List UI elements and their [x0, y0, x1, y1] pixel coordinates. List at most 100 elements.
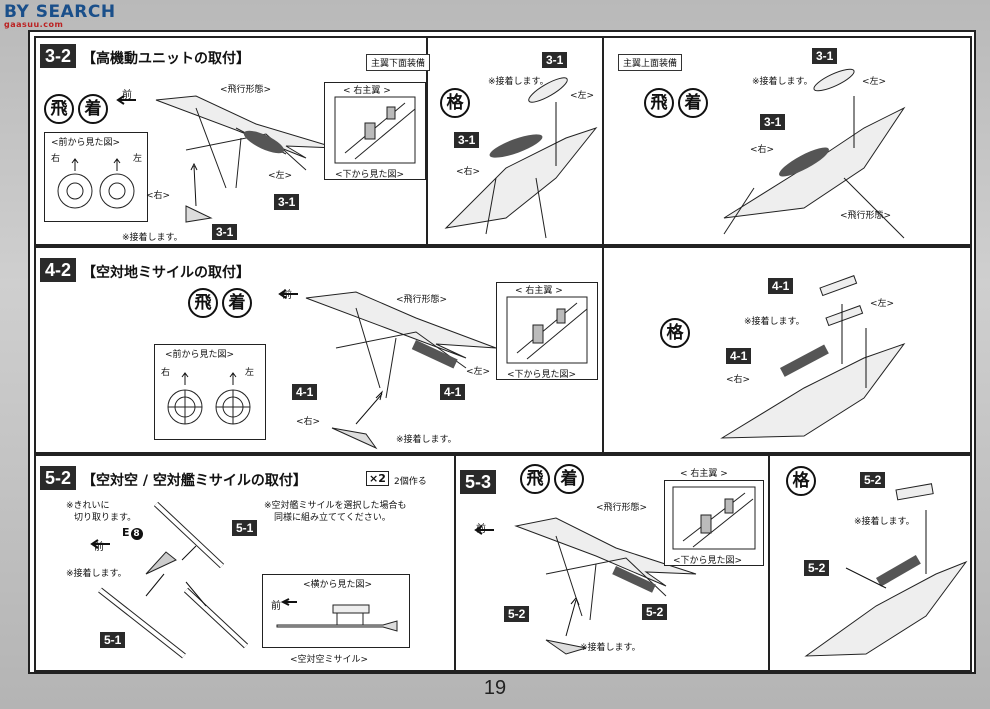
- left-callout-2: <左>: [570, 91, 595, 101]
- part-3-1-b: 3-1: [212, 224, 238, 240]
- flight-mode-icon: 飛: [44, 94, 74, 124]
- bottom-view-label-2: <下から見た図>: [507, 370, 577, 380]
- divider-2: [768, 456, 770, 670]
- right-callout: <右>: [146, 191, 171, 201]
- anti-ship-note-2: 同様に組み立ててください。: [274, 513, 391, 523]
- front-view-box: <前から見た図> 右 左: [44, 132, 148, 222]
- aa-missile-label: <空対空ミサイル>: [290, 655, 369, 665]
- panel-5-3: 5-3 飛 着 < 右主翼 > <飛行形態> 前 5-2 5-2 ※接着します。…: [454, 454, 972, 672]
- step-number-3: 5-2: [40, 466, 77, 490]
- flight-form-label-4: <飛行形態>: [596, 503, 648, 513]
- panel-5-2: 5-2 【空対空 / 空対艦ミサイルの取付】 ×2 2個作る ※きれいに 切り取…: [34, 454, 456, 672]
- part-3-1-d: 3-1: [454, 132, 480, 148]
- watermark-sub: gaasuu.com: [4, 20, 64, 29]
- watermark-brand: BY SEARCH: [4, 2, 116, 22]
- anti-ship-note: ※空対艦ミサイルを選択した場合も: [264, 501, 407, 511]
- landing-mode-icon-2: 着: [678, 88, 708, 118]
- glue-note-7: ※接着します。: [580, 643, 641, 653]
- glue-note-2: ※接着します。: [488, 77, 549, 87]
- front-view-box-2: <前から見た図> 右 左: [154, 344, 266, 440]
- clean-cut-note: ※きれいに: [66, 501, 110, 511]
- wing-detail-box-3: <下から見た図>: [664, 480, 764, 566]
- step-title: 【高機動ユニットの取付】: [82, 51, 250, 67]
- step-number: 3-2: [40, 44, 77, 68]
- front-view-label-2: <前から見た図>: [165, 350, 235, 360]
- flight-form-label: <飛行形態>: [220, 85, 272, 95]
- part-5-1-b: 5-1: [100, 632, 126, 648]
- left-callout-3: <左>: [862, 77, 887, 87]
- part-5-2-d: 5-2: [804, 560, 830, 576]
- wing-detail-drawing-3: [672, 486, 756, 550]
- part-3-1-e: 3-1: [812, 48, 838, 64]
- step-number-2: 4-2: [40, 258, 77, 282]
- step-number-4: 5-3: [460, 470, 497, 494]
- panel-4-2-right: 格 4-1 <左> ※接着します。 4-1 <右>: [602, 246, 972, 454]
- ship-drawing-fighter-bottom: [444, 77, 598, 239]
- right-label: 右: [51, 154, 61, 164]
- tag-wing-top: 主翼上面装備: [618, 54, 683, 71]
- fighter-mode-icon-3: 格: [786, 466, 816, 496]
- front-label-4: 前: [271, 601, 281, 612]
- page-number: 19: [483, 677, 507, 699]
- quantity-badge: ×2: [366, 471, 389, 486]
- landing-mode-icon: 着: [78, 94, 108, 124]
- wing-detail-box: < 右主翼 > <下から見た図>: [324, 82, 426, 180]
- panel-4-2-left: 4-2 【空対地ミサイルの取付】 飛 着 前 <飛行形態> <前から見た図> 右…: [34, 246, 604, 454]
- flight-form-label-2: <飛行形態>: [840, 211, 892, 221]
- flight-mode-icon-2: 飛: [644, 88, 674, 118]
- part-4-1-c: 4-1: [768, 278, 794, 294]
- flight-form-label-3: <飛行形態>: [396, 295, 448, 305]
- part-5-2-c: 5-2: [860, 472, 886, 488]
- watermark: BY SEARCH gaasuu.com: [4, 2, 116, 29]
- ship-drawing-fighter-5-3: [804, 483, 968, 657]
- flight-mode-icon-4: 飛: [520, 464, 550, 494]
- step-title-2: 【空対地ミサイルの取付】: [82, 265, 250, 281]
- part-5-2-b: 5-2: [504, 606, 530, 622]
- glue-note-8: ※接着します。: [854, 517, 915, 527]
- wing-detail-box-2: < 右主翼 > <下から見た図>: [496, 282, 598, 380]
- side-view-box: <横から見た図> 前: [262, 574, 410, 648]
- part-5-2-a: 5-2: [642, 604, 668, 620]
- front-label-3: 前: [94, 542, 104, 553]
- right-label-2: 右: [161, 368, 171, 378]
- right-callout-4: <右>: [296, 417, 321, 427]
- part-code-number: 8: [130, 528, 143, 540]
- fighter-mode-icon-2: 格: [660, 318, 690, 348]
- glue-note-3: ※接着します。: [752, 77, 813, 87]
- front-view-drawing-2: [167, 372, 251, 425]
- part-4-1-b: 4-1: [292, 384, 318, 400]
- right-callout-3: <右>: [750, 145, 775, 155]
- side-view-label: <横から見た図>: [303, 580, 373, 590]
- left-callout: <左>: [268, 171, 293, 181]
- glue-note: ※接着します。: [122, 233, 183, 243]
- quantity-note: 2個作る: [394, 477, 427, 487]
- part-3-1-a: 3-1: [274, 194, 300, 210]
- left-label-2: 左: [245, 368, 255, 378]
- landing-mode-icon-4: 着: [554, 464, 584, 494]
- part-3-1-c: 3-1: [542, 52, 568, 68]
- glue-note-4: ※接着します。: [396, 435, 457, 445]
- bottom-view-label: <下から見た図>: [335, 170, 405, 180]
- ship-drawing-5-3: [474, 517, 697, 655]
- right-callout-5: <右>: [726, 375, 751, 385]
- right-main-wing-label-2: < 右主翼 >: [515, 286, 563, 296]
- glue-note-5: ※接着します。: [744, 317, 805, 327]
- part-4-1-d: 4-1: [726, 348, 752, 364]
- left-callout-5: <左>: [870, 299, 895, 309]
- ship-drawing-fighter-missile: [720, 275, 906, 439]
- panel-3-2-right: 主翼上面装備 3-1 ※接着します。 <左> 飛 着 3-1 <右> <飛行形態…: [602, 36, 972, 246]
- flight-mode-icon-3: 飛: [188, 288, 218, 318]
- part-code-letter: E: [122, 526, 130, 539]
- instruction-page: 3-2 【高機動ユニットの取付】 飛 着 前 <前から見た図> 右 左 <飛行形…: [28, 30, 976, 674]
- glue-note-6: ※接着します。: [66, 569, 127, 579]
- part-3-1-f: 3-1: [760, 114, 786, 130]
- wing-detail-drawing-2: [506, 296, 588, 364]
- panel-3-2-left: 3-2 【高機動ユニットの取付】 飛 着 前 <前から見た図> 右 左 <飛行形…: [34, 36, 604, 246]
- part-5-1-a: 5-1: [232, 520, 258, 536]
- left-callout-4: <左>: [466, 367, 491, 377]
- right-callout-2: <右>: [456, 167, 481, 177]
- divider: [426, 38, 428, 244]
- front-view-label: <前から見た図>: [51, 138, 121, 148]
- fighter-mode-icon: 格: [440, 88, 470, 118]
